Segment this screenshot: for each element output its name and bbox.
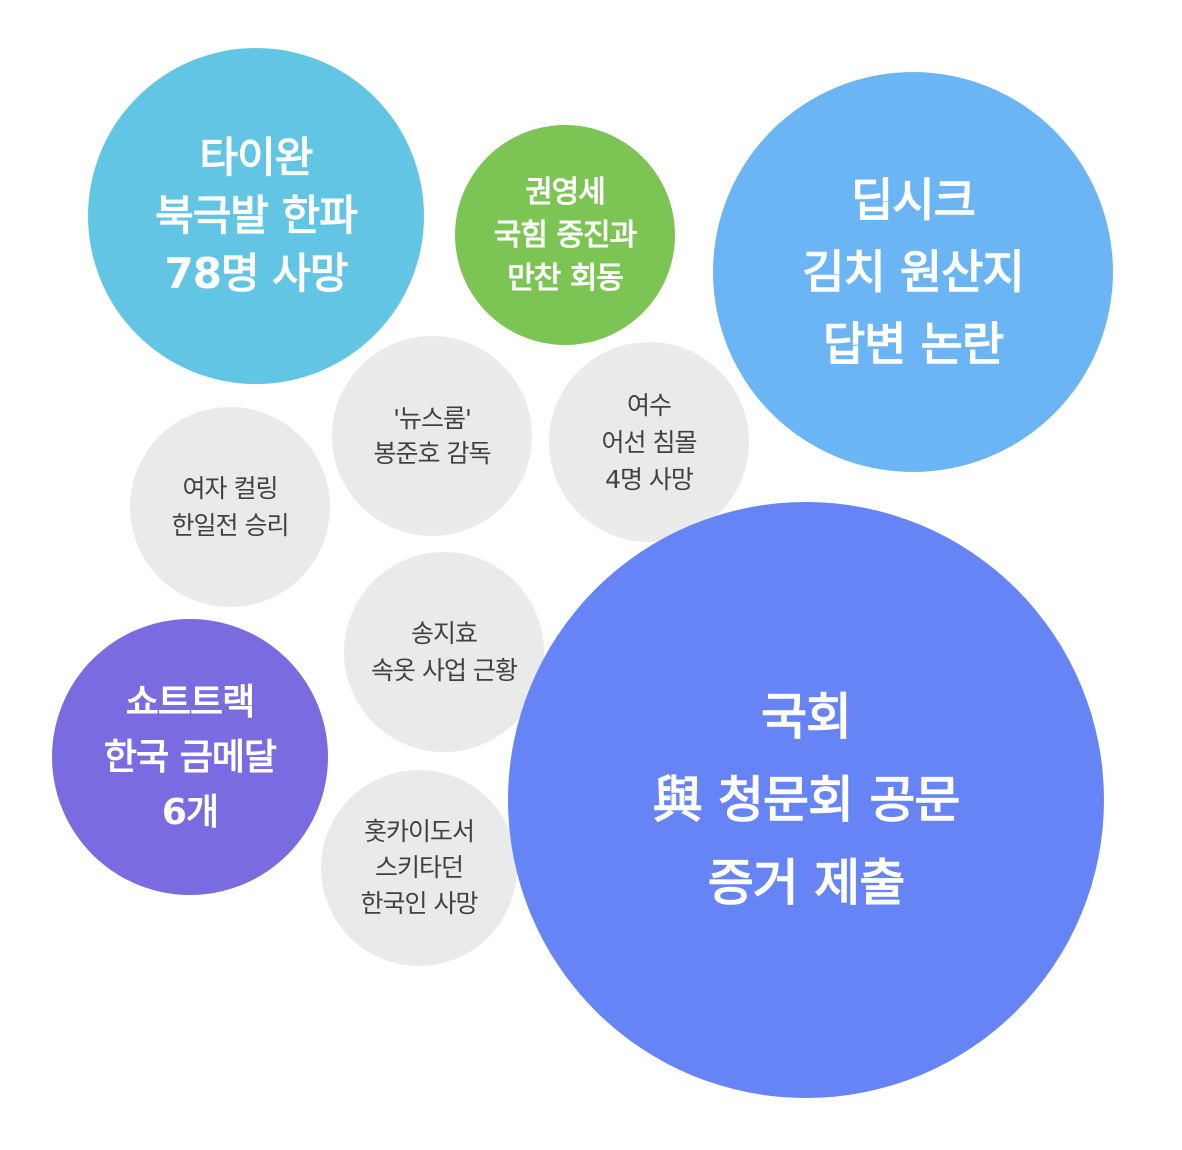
bubble-label-line: 타이완	[199, 133, 314, 182]
bubble-label-line: 한국 금메달	[103, 736, 277, 778]
bubble-label-line: 6개	[161, 791, 219, 833]
bubble-label-line: 국힘 중진과	[493, 217, 637, 253]
bubble-label-line: 쇼트트랙	[125, 681, 255, 723]
bubble-label-line: 김치 원산지	[802, 245, 1025, 299]
bubble-label-line: 與 청문회 공문	[652, 770, 961, 829]
bubble-label-line: 속옷 사업 근황	[371, 656, 518, 685]
bubble-label-line: 증거 제출	[707, 853, 905, 912]
bubble-label-line: 한국인 사망	[360, 889, 479, 918]
bubble-label-line: 송지효	[410, 619, 478, 648]
bubble-label-line: 여수	[626, 390, 672, 420]
bubble-label-line: 만찬 회동	[507, 260, 624, 296]
bubble-label-line: 답변 논란	[822, 317, 1004, 371]
bubble-label-line: 여자 컬링	[182, 474, 279, 503]
bubble-label-line: 딥시크	[851, 173, 976, 227]
bubble-label-line: '뉴스룸'	[393, 404, 472, 433]
bubble-label-line: 4명 사망	[605, 464, 694, 494]
bubble-label-line: 국회	[760, 687, 852, 746]
bubble-label-line: 어선 침몰	[601, 427, 698, 457]
bubble-label-line: 권영세	[525, 174, 606, 210]
bubble-label-line: 북극발 한파	[155, 191, 358, 240]
bubble-label-line: 홋카이도서	[363, 817, 475, 846]
bubble-newsroom-bong[interactable]: '뉴스룸' 봉준호 감독	[332, 336, 532, 536]
bubble-label-line: 스키타던	[374, 853, 464, 882]
bubble-label-line: 한일전 승리	[171, 511, 290, 540]
bubble-label: '뉴스룸' 봉준호 감독	[373, 401, 492, 471]
bubble-label-line: 78명 사망	[164, 249, 348, 298]
bubble-label-line: 봉준호 감독	[373, 439, 492, 468]
